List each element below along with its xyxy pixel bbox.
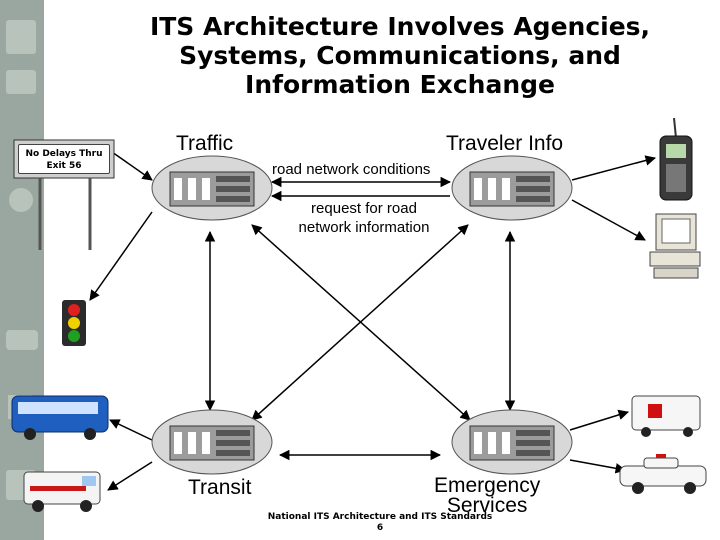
- footer-text: National ITS Architecture and ITS Standa…: [267, 512, 493, 522]
- arrow-traveler-phone: [571, 155, 657, 181]
- building-icon-emergency: [451, 409, 573, 475]
- request-line-1: request for road: [311, 200, 417, 217]
- ambulance-icon: [631, 395, 701, 437]
- title-line-2: Systems, Communications, and: [179, 41, 621, 70]
- bus-icon: [11, 395, 109, 440]
- emergency-line-2: Services: [446, 494, 528, 517]
- transit-van-icon: [23, 471, 101, 512]
- arrow-sign-traffic: [111, 151, 153, 181]
- arrow-traffic-light: [89, 211, 153, 301]
- police-car-icon: [619, 454, 707, 494]
- sign-line-1: No Delays Thru: [25, 149, 103, 159]
- node-label-transit: Transit: [188, 476, 252, 499]
- title-line-3: Information Exchange: [245, 70, 555, 99]
- building-icon-traveler-info: [451, 155, 573, 221]
- message-sign: No Delays Thru Exit 56: [18, 144, 110, 174]
- traffic-light-icon: [62, 300, 86, 346]
- arrow-traveler-computer: [571, 199, 646, 241]
- computer-icon: [649, 213, 701, 279]
- sign-line-2: Exit 56: [46, 161, 82, 171]
- flow-label-road-network-conditions: road network conditions: [272, 161, 431, 178]
- node-label-traffic: Traffic: [176, 132, 234, 155]
- building-icon-traffic: [151, 155, 273, 221]
- cell-phone-icon: [659, 117, 693, 201]
- slide-footer: National ITS Architecture and ITS Standa…: [230, 512, 530, 534]
- slide-title: ITS Architecture Involves Agencies, Syst…: [120, 12, 680, 99]
- arrow-transit-bus: [109, 419, 153, 441]
- node-label-traveler-info: Traveler Info: [446, 132, 564, 155]
- arrow-emergency-police: [569, 459, 627, 474]
- emergency-line-1: Emergency: [434, 474, 541, 497]
- arrow-transit-van: [107, 461, 153, 491]
- node-label-emergency-services: Emergency Services: [434, 474, 541, 517]
- title-line-1: ITS Architecture Involves Agencies,: [149, 12, 651, 41]
- request-line-2: network information: [298, 219, 430, 236]
- flow-label-request: request for road network information: [284, 199, 444, 237]
- arrow-emergency-ambulance: [569, 409, 630, 431]
- sidebar-decoration: [0, 0, 44, 540]
- flow-arrows: [89, 151, 657, 491]
- arrow-traveler-transit: [251, 224, 469, 421]
- building-icon-transit: [151, 409, 273, 475]
- page-number: 6: [376, 523, 384, 533]
